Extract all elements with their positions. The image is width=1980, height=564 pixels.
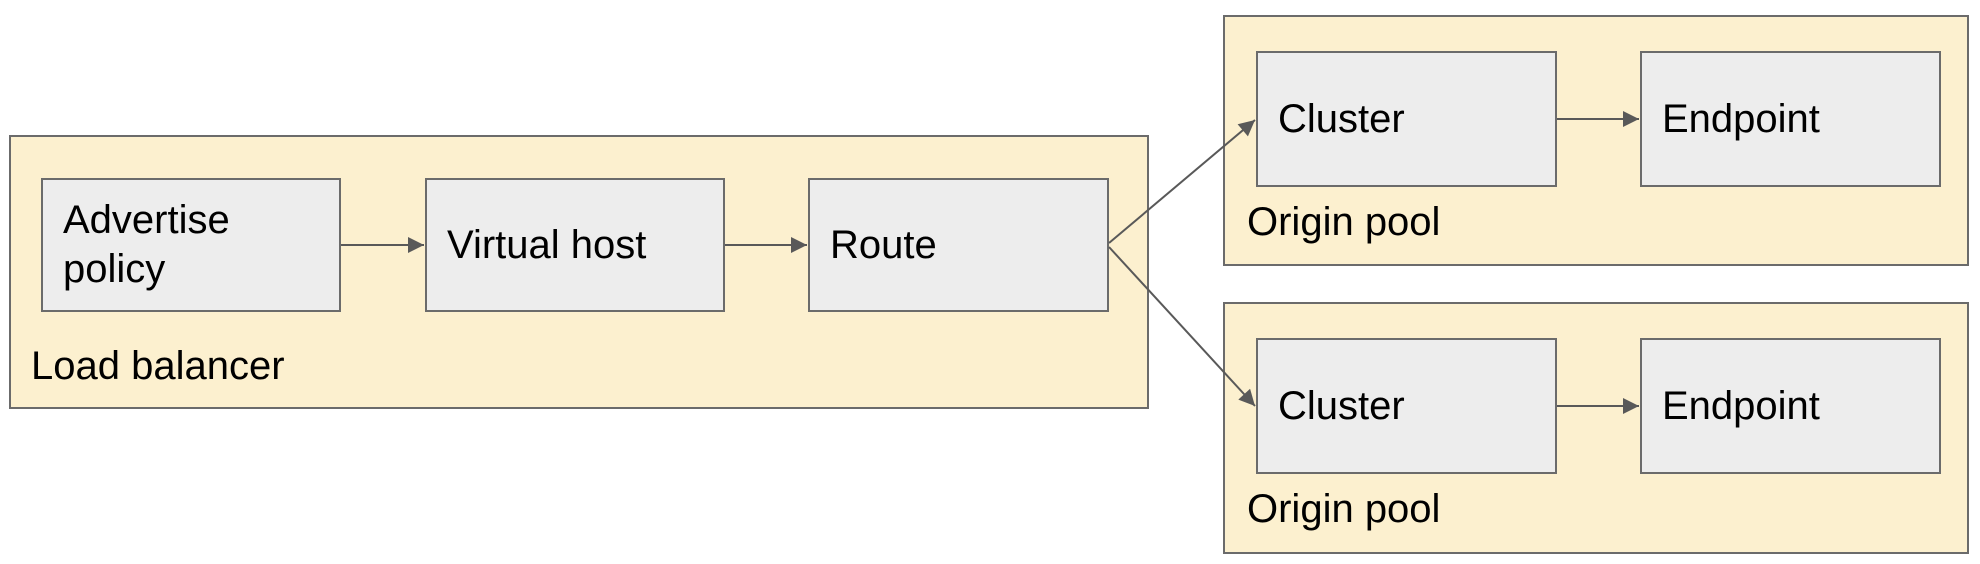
- cluster-node: Cluster: [1256, 338, 1557, 474]
- virtual-host-label: Virtual host: [447, 222, 647, 267]
- route-label: Route: [830, 222, 937, 267]
- origin-pool-label: Origin pool: [1247, 487, 1441, 531]
- advertise-policy-label: Advertise policy: [63, 198, 230, 291]
- route-node: Route: [808, 178, 1109, 312]
- cluster-label: Cluster: [1278, 96, 1405, 141]
- endpoint-node: Endpoint: [1640, 51, 1941, 187]
- endpoint-node: Endpoint: [1640, 338, 1941, 474]
- cluster-node: Cluster: [1256, 51, 1557, 187]
- origin-pool-label: Origin pool: [1247, 200, 1441, 244]
- endpoint-label: Endpoint: [1662, 96, 1820, 141]
- advertise-policy-node: Advertise policy: [41, 178, 341, 312]
- load-balancer-label: Load balancer: [31, 344, 285, 388]
- virtual-host-node: Virtual host: [425, 178, 725, 312]
- endpoint-label: Endpoint: [1662, 383, 1820, 428]
- cluster-label: Cluster: [1278, 383, 1405, 428]
